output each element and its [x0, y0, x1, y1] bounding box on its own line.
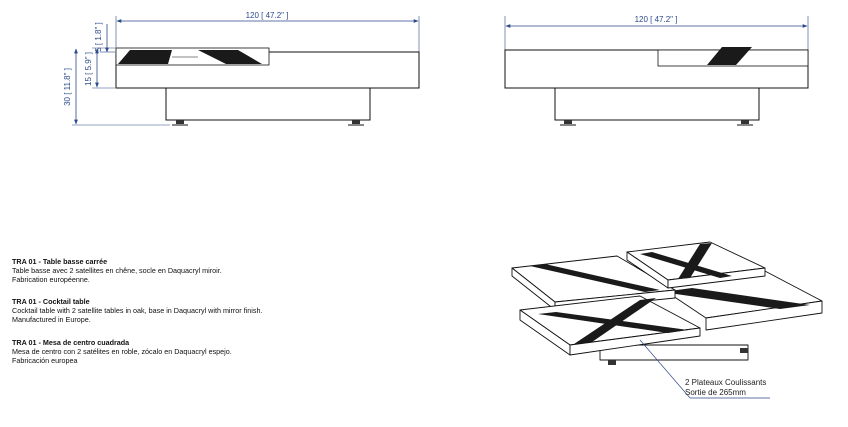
- description-title: TRA 01 - Mesa de centro cuadrada: [12, 338, 130, 347]
- description-spanish: TRA 01 - Mesa de centro cuadrada Mesa de…: [12, 338, 342, 365]
- satellite-height-label: 5 [ 1.8" ]: [94, 22, 103, 52]
- foot-left-1: [176, 120, 184, 124]
- foot-right-1: [564, 120, 572, 124]
- iso-stripe-top-x2: [678, 243, 712, 279]
- total-height-label: 30 [ 11.8" ]: [63, 68, 72, 106]
- annotation-line-2: Sortie de 265mm: [685, 388, 746, 397]
- description-line: Fabrication européenne.: [12, 275, 90, 284]
- width-dimension-label-right: 120 [ 47.2" ]: [635, 15, 678, 24]
- description-line: Fabricación europea: [12, 356, 78, 365]
- annotation-line-1: 2 Plateaux Coulissants: [685, 378, 766, 387]
- base-left: [165, 87, 371, 121]
- iso-foot-2: [740, 348, 748, 353]
- isometric-view: [511, 241, 823, 365]
- iso-stripe-back: [530, 264, 660, 292]
- dark-stripe-left-1: [118, 50, 172, 64]
- foot-left-2: [352, 120, 360, 124]
- base-right: [554, 87, 760, 121]
- description-line: Table basse avec 2 satellites en chêne, …: [12, 266, 222, 275]
- description-title: TRA 01 - Cocktail table: [12, 297, 90, 306]
- iso-stripe-main: [662, 288, 810, 309]
- width-dimension-label-left: 120 [ 47.2" ]: [246, 11, 289, 20]
- iso-foot-1: [608, 360, 616, 365]
- description-french: TRA 01 - Table basse carrée Table basse …: [12, 257, 342, 284]
- foot-right-2: [741, 120, 749, 124]
- description-line: Cocktail table with 2 satellite tables i…: [12, 306, 263, 315]
- sliding-trays-annotation: 2 Plateaux Coulissants Sortie de 265mm: [639, 339, 770, 399]
- iso-stripe-front-2: [574, 298, 656, 344]
- description-line: Mesa de centro con 2 satélites en roble,…: [12, 347, 232, 356]
- right-elevation-view: 120 [ 47.2" ]: [504, 15, 809, 126]
- description-english: TRA 01 - Cocktail table Cocktail table w…: [12, 297, 342, 324]
- dark-stripe-left-2: [198, 50, 262, 64]
- iso-stripe-top-x1: [640, 252, 732, 278]
- dark-stripe-right: [707, 47, 752, 65]
- description-title: TRA 01 - Table basse carrée: [12, 257, 108, 266]
- top-height-label: 15 [ 5.9" ]: [84, 52, 93, 86]
- left-elevation-view: 120 [ 47.2" ] 5 [ 1.8" ] 15 [ 5.9" ] 30 …: [63, 11, 420, 126]
- iso-base-front: [599, 344, 749, 361]
- description-line: Manufactured in Europe.: [12, 315, 91, 324]
